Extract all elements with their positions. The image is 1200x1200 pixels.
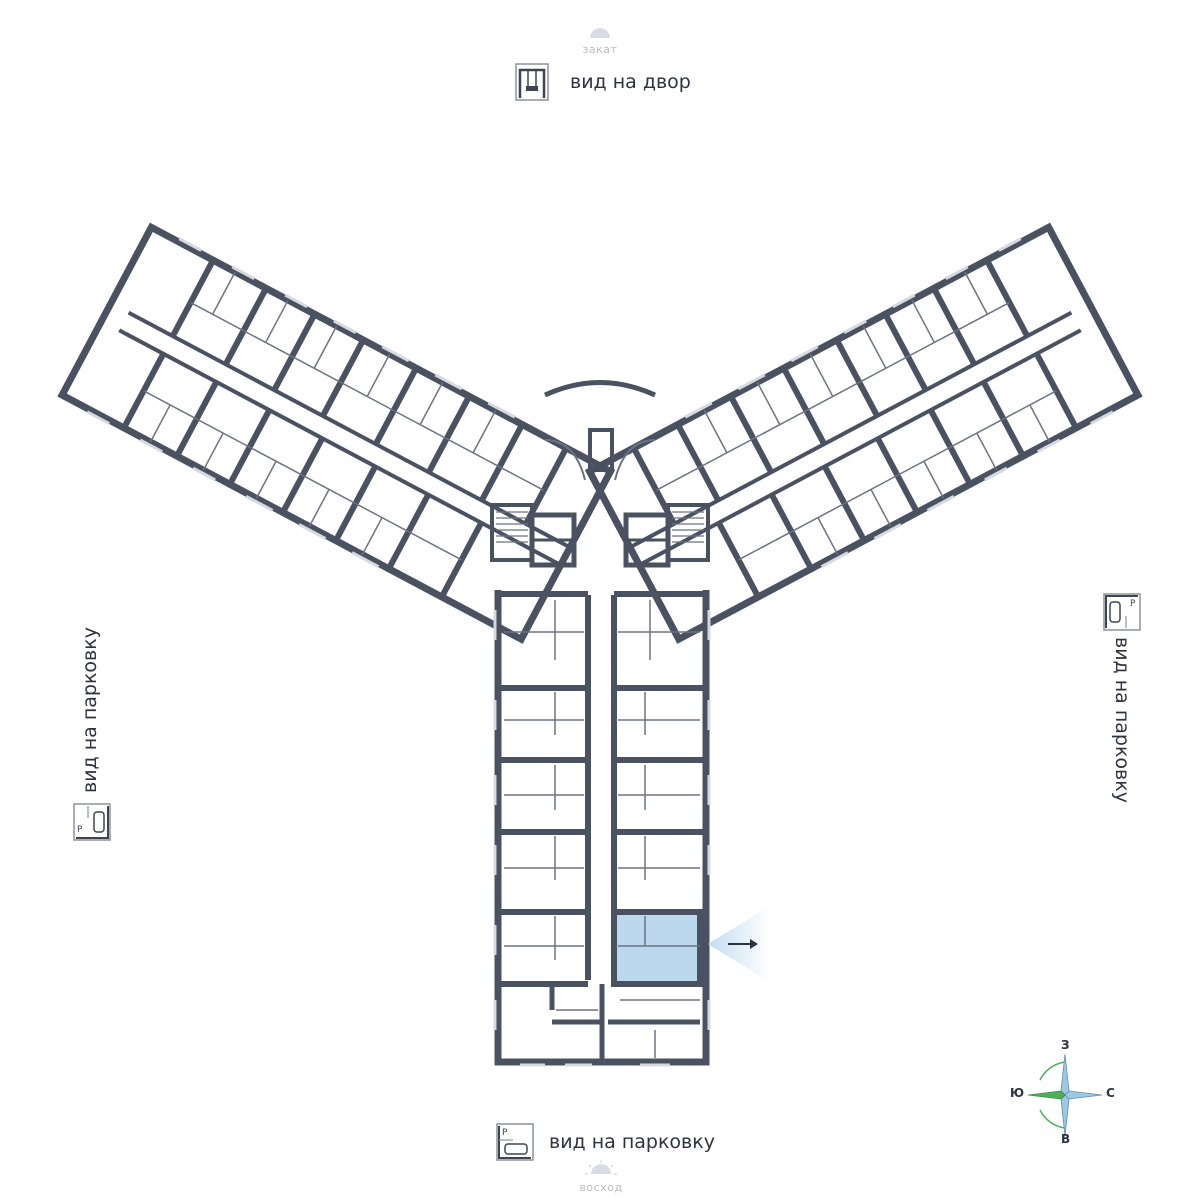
view-label-right: вид на парковку — [1111, 637, 1133, 803]
central-hub — [490, 380, 710, 568]
bottom-wing — [493, 590, 711, 1067]
view-label-top: вид на двор — [570, 71, 691, 93]
half-sun-icon — [585, 1160, 617, 1175]
parking-car-icon: P — [496, 1123, 534, 1161]
left-wing — [57, 222, 616, 644]
view-label-left: вид на парковку — [79, 627, 101, 793]
sunrise-marker: восход — [566, 1160, 636, 1195]
svg-text:P: P — [502, 1128, 508, 1138]
compass: З В Ю С — [1010, 1038, 1120, 1150]
view-label-bottom: вид на парковку — [549, 1131, 715, 1153]
compass-west: Ю — [1010, 1086, 1025, 1100]
bottom-view: P вид на парковку — [495, 1122, 715, 1162]
svg-text:P: P — [1130, 599, 1136, 609]
sunrise-label: восход — [579, 1181, 623, 1194]
parking-car-icon: P — [73, 803, 111, 841]
half-sun-icon — [590, 28, 610, 38]
right-view: P вид на парковку — [1100, 590, 1144, 820]
compass-east: С — [1106, 1086, 1115, 1100]
window-view-indicator — [708, 906, 770, 982]
compass-south: В — [1061, 1132, 1071, 1146]
top-view: вид на двор — [512, 62, 691, 102]
parking-car-icon: P — [1103, 593, 1141, 631]
svg-text:P: P — [77, 825, 83, 835]
sunset-label: закат — [582, 43, 618, 56]
compass-north: З — [1061, 1038, 1070, 1052]
sunset-marker: закат — [570, 28, 630, 57]
playground-swing-icon — [515, 63, 549, 101]
left-view: вид на парковку P — [70, 620, 111, 850]
compass-rose-icon — [1027, 1053, 1103, 1137]
right-wing — [584, 222, 1143, 644]
highlighted-apartment[interactable] — [617, 915, 697, 981]
